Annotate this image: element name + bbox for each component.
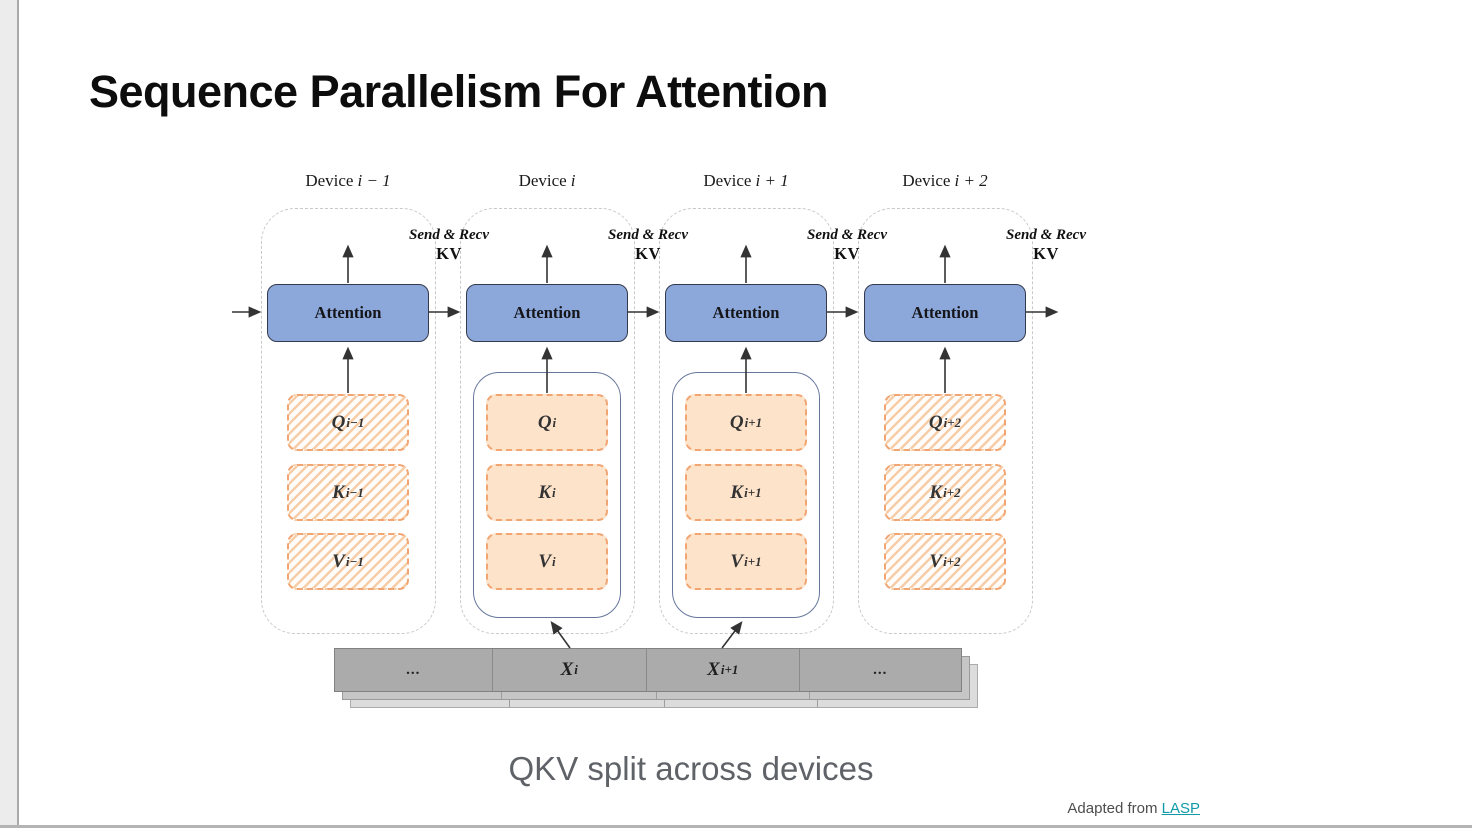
sequence-segment-left-ellipsis: ... (335, 649, 493, 691)
attention-block-i+1: Attention (665, 284, 827, 342)
device-column-outline-i+2 (858, 208, 1033, 634)
attribution: Adapted from LASP (900, 800, 1200, 817)
slide-bottom-border (0, 825, 1472, 828)
sequence-segment-right-ellipsis: ... (873, 661, 888, 678)
slide-title: Sequence Parallelism For Attention (89, 66, 829, 117)
slide-caption: QKV split across devices (508, 750, 874, 787)
attention-block-i+2: Attention (864, 284, 1026, 342)
attention-block-i-1: Attention (267, 284, 429, 342)
device-column-outline-i+1 (659, 208, 834, 634)
attribution-prefix: Adapted from (1067, 800, 1158, 817)
lasp-link[interactable]: LASP (1161, 800, 1200, 817)
device-column-outline-i (460, 208, 635, 634)
device-column-outline-i-1 (261, 208, 436, 634)
editor-left-rail (0, 0, 19, 828)
attention-block-i: Attention (466, 284, 628, 342)
